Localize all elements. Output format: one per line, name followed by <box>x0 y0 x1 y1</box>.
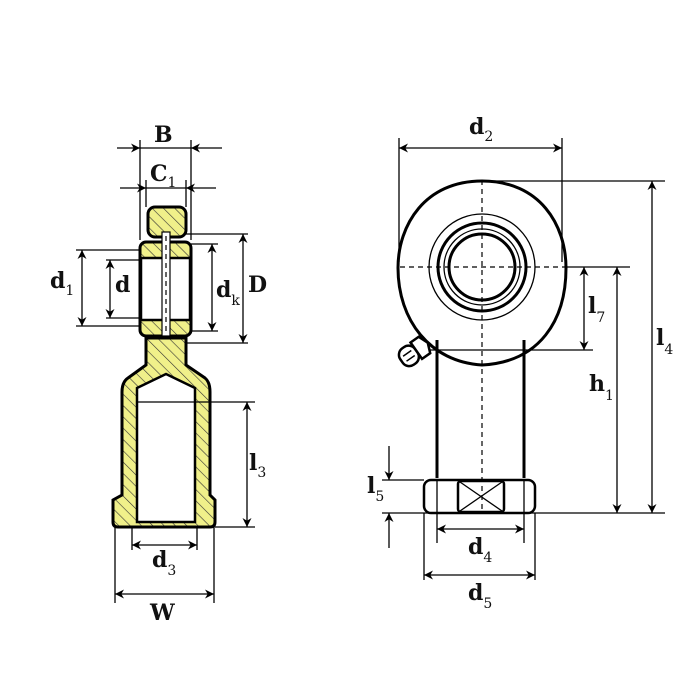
label-l3: l3 <box>249 450 266 481</box>
hex-base <box>422 478 537 515</box>
label-d: d <box>115 272 130 298</box>
grease-nipple-icon <box>397 335 432 368</box>
label-l7: l7 <box>588 293 605 326</box>
label-d3: d3 <box>152 547 176 579</box>
thread-bore <box>135 372 197 524</box>
label-l4: l4 <box>656 325 673 358</box>
label-l5: l5 <box>367 473 384 505</box>
label-d1: d1 <box>50 268 74 299</box>
label-d4: d4 <box>468 534 492 566</box>
label-D: D <box>248 272 267 298</box>
label-d2: d2 <box>469 114 493 145</box>
label-B: B <box>154 122 173 148</box>
label-d5: d5 <box>468 580 492 612</box>
label-C1: C1 <box>150 161 176 191</box>
section-view: B C1 d1 d dk D l3 d3 W <box>50 122 267 626</box>
label-W: W <box>149 600 175 626</box>
label-dk: dk <box>216 277 240 309</box>
front-view: d2 l7 h1 l4 l5 d4 d5 <box>367 114 673 612</box>
label-h1: h1 <box>589 371 614 404</box>
